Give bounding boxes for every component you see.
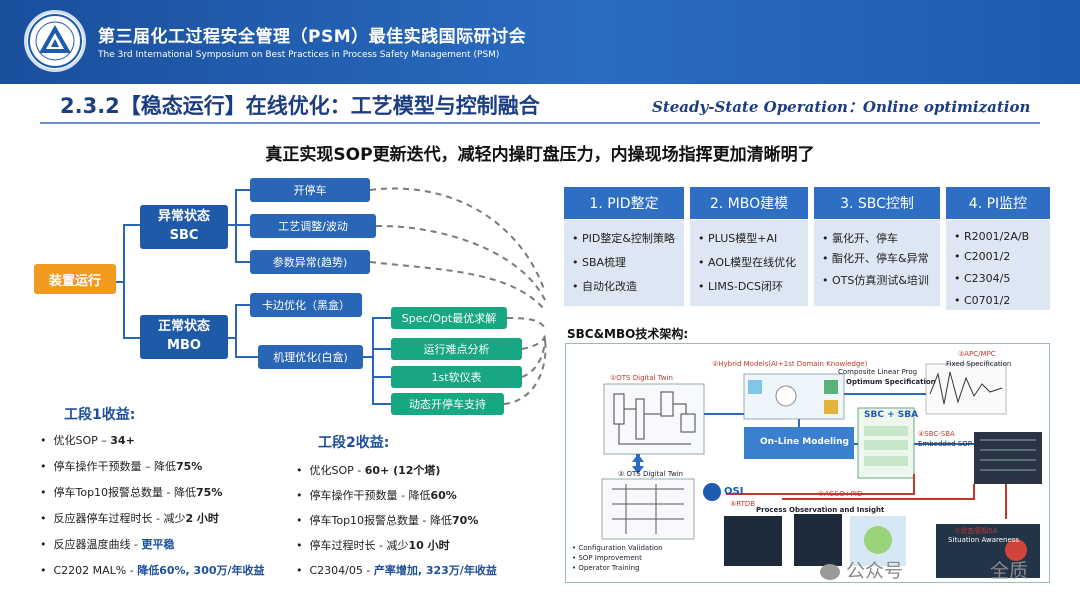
list-item: • 反应器停车过程时长 - 减少2 小时	[40, 512, 219, 525]
list-item: • 停车操作干预数量 - 降低60%	[296, 489, 457, 502]
param-abnormal-node: 参数异常(趋势)	[250, 250, 370, 274]
card-mbo-body: • PLUS模型+AI • AOL模型在线优化 • LIMS-DCS闭环	[690, 220, 808, 306]
architecture-diagram: ①OTS Digital Twin ②Hybrid Models(AI+1st …	[565, 343, 1050, 583]
list-item: • LIMS-DCS闭环	[698, 280, 783, 293]
list-item: • 酯化开、停车&异常	[822, 252, 929, 265]
list-item: • 自动化改造	[572, 280, 637, 293]
slide-title-en: Steady-State Operation：Online optimizati…	[652, 98, 1031, 116]
conference-logo	[24, 10, 86, 72]
list-item: • 反应器温度曲线 - 更平稳	[40, 538, 175, 551]
card-sbc-header: 3. SBC控制	[814, 187, 940, 219]
dynamic-support-node: 动态开停车支持	[391, 393, 504, 415]
card-pi-header: 4. PI监控	[946, 187, 1050, 219]
arch-sbc-sba2: ④SBC-SBA	[918, 430, 955, 438]
card-mbo-header: 2. MBO建模	[690, 187, 808, 219]
list-item: • SBA梳理	[572, 256, 627, 269]
arch-config-validation: • Configuration Validation	[572, 544, 663, 552]
arch-graphics	[601, 363, 1042, 578]
arch-operator-training: • Operator Training	[572, 564, 640, 572]
conference-header: 第三届化工过程安全管理（PSM）最佳实践国际研讨会 The 3rd Intern…	[0, 0, 1080, 84]
arch-hybrid: ②Hybrid Models(AI+1st Domain Knowledge)	[712, 360, 868, 368]
arch-online-modeling: On-Line Modeling	[760, 437, 849, 447]
header-title-en: The 3rd International Symposium on Best …	[98, 50, 500, 60]
list-item: • C0701/2	[954, 294, 1011, 307]
list-item: • C2304/05 - 产率增加, 323万/年收益	[296, 564, 497, 577]
header-title-cn: 第三届化工过程安全管理（PSM）最佳实践国际研讨会	[98, 27, 527, 47]
abnormal-state-node: 异常状态 SBC	[140, 205, 228, 249]
normal-state-node: 正常状态 MBO	[140, 315, 228, 359]
arch-sop-improve: • SOP Improvement	[572, 554, 642, 562]
card-pid-body: • PID整定&控制策略 • SBA梳理 • 自动化改造	[564, 220, 684, 306]
card-edge-node: 卡边优化（黑盒）	[250, 293, 362, 317]
tree-root-node: 装置运行	[34, 264, 116, 294]
list-item: • 停车Top10报警总数量 - 降低70%	[296, 514, 479, 527]
arch-optimum: Optimum Specification	[846, 378, 936, 386]
title-underline	[40, 122, 1040, 124]
list-item: • AOL模型在线优化	[698, 256, 797, 269]
card-pid-header: 1. PID整定	[564, 187, 684, 219]
arch-title: SBC&MBO技术架构:	[567, 327, 689, 341]
arch-composite: Composite Linear Prog	[838, 368, 918, 376]
arch-apc: ③APC/MPC	[958, 350, 996, 358]
slide-title: 2.3.2【稳态运行】在线优化：工艺模型与控制融合	[60, 94, 540, 118]
list-item: • C2001/2	[954, 250, 1011, 263]
arch-rtdb: ⑤RTDB	[730, 500, 756, 508]
arch-embedded: Embedded SOP	[918, 440, 973, 448]
arch-fixed-spec: Fixed Specification	[946, 360, 1012, 368]
arch-ots-twin2: ② OTS Digital Twin	[618, 470, 684, 478]
arch-sbc-sba: SBC + SBA	[864, 410, 919, 420]
list-item: • OTS仿真测试&培训	[822, 274, 929, 287]
watermark-name: 全质	[990, 560, 1029, 582]
mechanism-node: 机理优化(白盒)	[258, 345, 363, 369]
card-pi-body: • R2001/2A/B • C2001/2 • C2304/5 • C0701…	[946, 220, 1050, 310]
list-item: • 优化SOP – 34+	[40, 434, 135, 447]
startstop-node: 开停车	[250, 178, 370, 202]
list-item: • 停车操作干预数量 – 降低75%	[40, 460, 203, 473]
list-item: • PLUS模型+AI	[698, 232, 778, 245]
process-adjust-node: 工艺调整/波动	[250, 214, 376, 238]
list-item: • C2202 MAL% - 降低60%, 300万/年收益	[40, 564, 265, 577]
arch-ots-twin: ①OTS Digital Twin	[610, 374, 673, 382]
list-item: • 停车Top10报警总数量 - 降低75%	[40, 486, 223, 499]
list-item: • C2304/5	[954, 272, 1011, 285]
arch-sa-en: Situation Awareness	[948, 536, 1020, 544]
card-sbc-body: • 氯化开、停车 • 酯化开、停车&异常 • OTS仿真测试&培训	[814, 220, 940, 306]
spec-opt-node: Spec/Opt最优求解	[391, 307, 507, 329]
arch-sa: ⑦状态感知SA	[954, 527, 998, 535]
arch-osi: OSI	[724, 486, 744, 497]
difficulty-node: 运行难点分析	[391, 338, 522, 360]
list-item: • 优化SOP - 60+ (12个塔)	[296, 464, 441, 477]
list-item: • 氯化开、停车	[822, 232, 898, 245]
watermark-wechat: 公众号	[820, 556, 903, 583]
arch-acopid: ⑥AC&O+PID	[818, 490, 863, 498]
benefits1-title: 工段1收益:	[64, 407, 136, 423]
arch-process-obs: Process Observation and Insight	[756, 506, 885, 514]
wechat-icon	[820, 563, 840, 580]
list-item: • 停车过程时长 - 减少10 小时	[296, 539, 450, 552]
list-item: • PID整定&控制策略	[572, 232, 675, 245]
soft-sensor-node: 1st软仪表	[391, 366, 522, 388]
benefits2-title: 工段2收益:	[318, 435, 390, 451]
list-item: • R2001/2A/B	[954, 230, 1030, 243]
slide-subtitle: 真正实现SOP更新迭代，减轻内操盯盘压力，内操现场指挥更加清晰明了	[265, 145, 815, 165]
